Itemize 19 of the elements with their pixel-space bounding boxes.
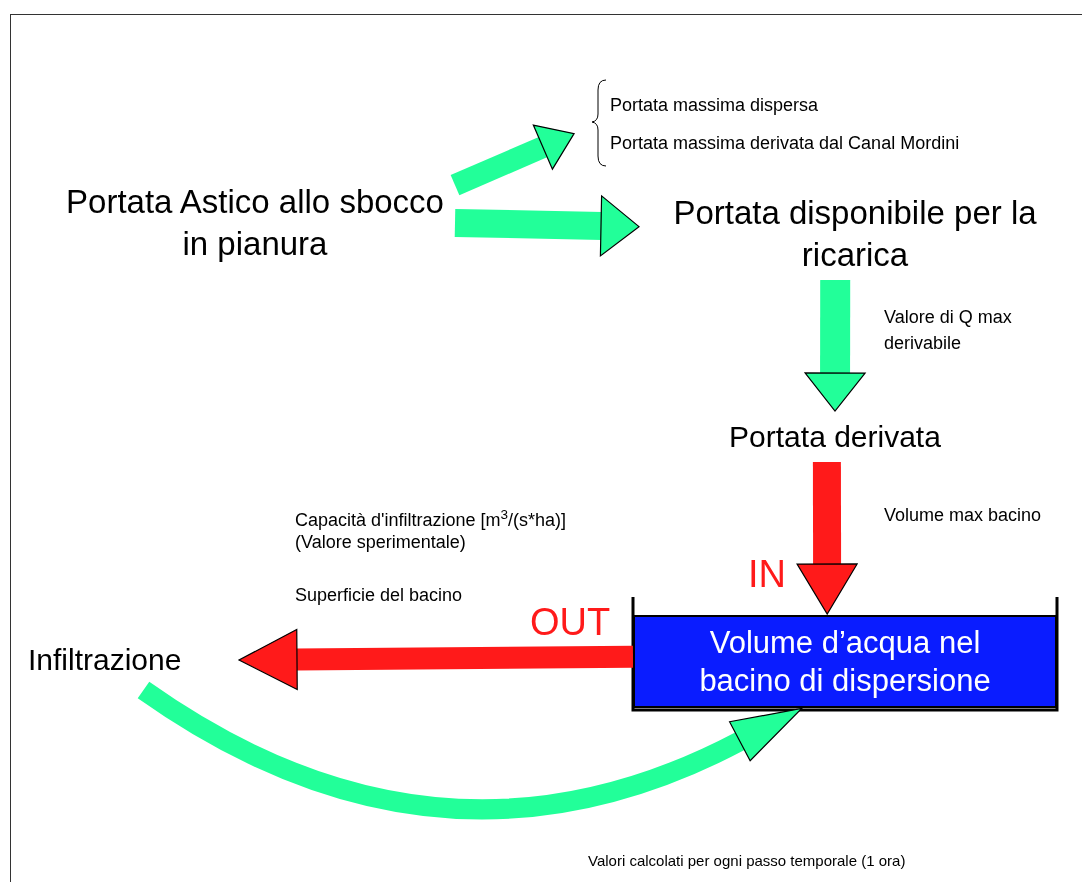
node-text: Infiltrazione [28,642,182,678]
note-text: Capacità d'infiltrazione [m$^{3}$/(s*ha)] [295,509,567,531]
node-text: Portata massima dispersa [610,94,819,116]
node-text: Volume d’acqua nel bacino di dispersione [699,623,991,700]
note-text: Valori calcolati per ogni passo temporale (1 ora) [588,851,906,871]
block-arrow [450,124,575,196]
block-arrow [238,628,634,691]
node-text: Portata disponibile per la ricarica [672,193,1038,275]
block-arrow [796,461,858,615]
flow-direction-label: IN [748,552,786,596]
node-text: Portata Astico allo sbocco in pianura [65,182,445,264]
block-arrow [454,195,640,257]
node-text: Portata derivata [729,419,941,455]
water-volume-box [633,615,1057,708]
note-text: (Valore sperimentale) [295,531,466,553]
node-text: Portata massima derivata dal Canal Mordini [610,132,960,154]
note-text: Superficie del bacino [295,584,463,606]
block-arrow [804,280,866,412]
flow-direction-label: OUT [530,600,611,644]
